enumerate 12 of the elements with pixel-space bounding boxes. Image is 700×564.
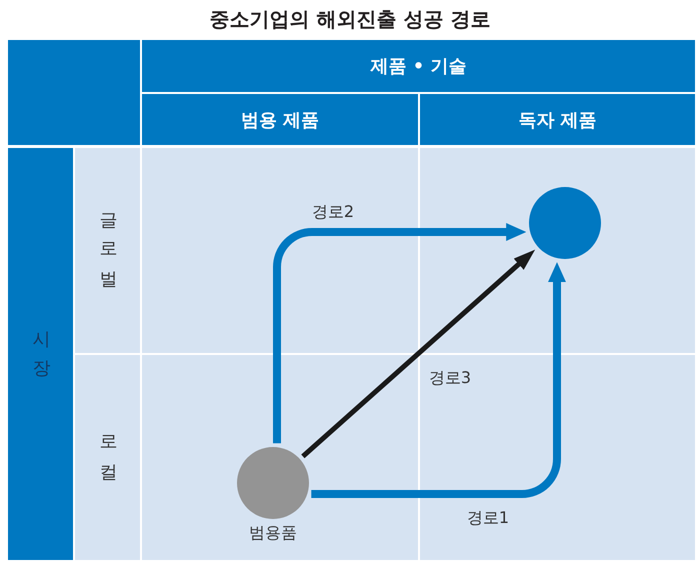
title: 중소기업의 해외진출 성공 경로 <box>208 6 492 33</box>
corner-cell <box>8 40 140 145</box>
arrow <box>311 262 566 498</box>
column-header: 범용 제품 <box>142 94 418 145</box>
arrow <box>301 250 536 458</box>
row-header: 시장 <box>8 148 73 560</box>
arrow <box>273 223 526 444</box>
column-header: 제품 • 기술 <box>142 40 695 92</box>
column-header: 독자 제품 <box>420 94 695 145</box>
row-header: 로컬 <box>75 355 140 560</box>
row-header: 글로벌 <box>75 148 140 353</box>
circle-label: 범용품 <box>249 523 297 543</box>
